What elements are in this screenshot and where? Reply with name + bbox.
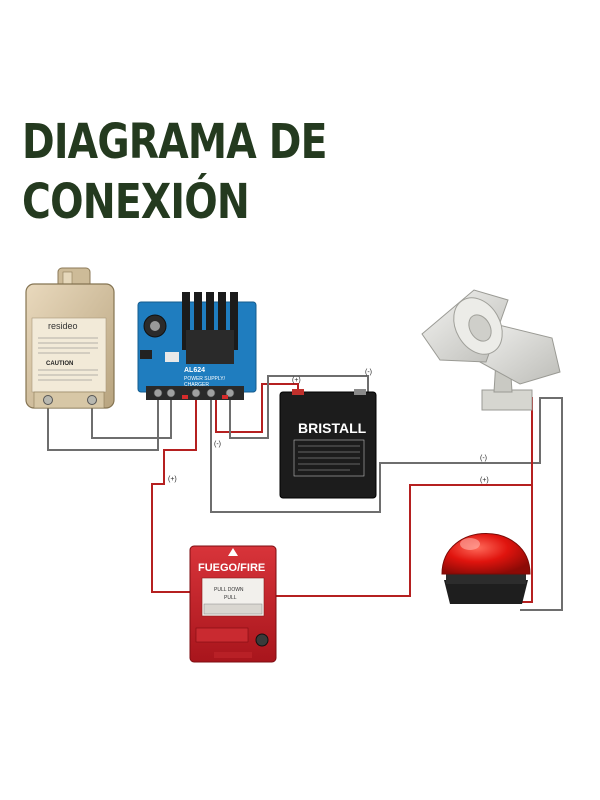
wire-supply-negative (210, 397, 563, 611)
transformer-terminal-1 (43, 395, 53, 405)
title-line-2: CONEXIÓN (22, 174, 250, 230)
wire-transformer-2 (91, 398, 172, 439)
fire-station-instruction-2: PULL (224, 595, 237, 601)
power-supply-board: AL624 POWER SUPPLY/ CHARGER (137, 292, 257, 400)
wire-labels: (+) (-) (-) (+) (-) (+) (168, 369, 489, 484)
label-battery-negative: (-) (365, 369, 372, 376)
fire-station-instruction-1: PULL DOWN (214, 587, 244, 593)
transformer-terminal-2 (87, 395, 97, 405)
fire-pull-station: FUEGO/FIRE PULL DOWN PULL (189, 545, 277, 663)
transformer: resideo CAUTION (25, 267, 115, 409)
transformer-caution: CAUTION (46, 361, 73, 367)
label-bus-positive: (+) (480, 477, 489, 484)
label-supply-positive: (+) (168, 476, 177, 483)
wire-supply-positive (151, 398, 197, 593)
fire-station-label: FUEGO/FIRE (198, 562, 265, 574)
wire-battery-negative (229, 375, 369, 439)
battery: BRISTALL (279, 389, 377, 499)
strobe-light (441, 533, 531, 604)
label-supply-negative: (-) (214, 441, 221, 448)
battery-brand: BRISTALL (298, 420, 367, 436)
label-battery-positive: (+) (292, 377, 301, 384)
power-supply-model: AL624 (184, 367, 205, 374)
label-bus-negative: (-) (480, 455, 487, 462)
transformer-brand: resideo (48, 321, 78, 331)
power-supply-label-2: CHARGER (184, 382, 209, 388)
title-line-1: DIAGRAMA DE (22, 114, 328, 170)
siren-horn (421, 289, 561, 411)
wire-transformer-1 (47, 398, 159, 451)
transformer-label-text (38, 337, 98, 381)
heatsink (182, 292, 238, 364)
power-supply-label-1: POWER SUPPLY/ (184, 376, 226, 382)
wire-battery-positive (215, 383, 299, 433)
terminal-screws (153, 388, 235, 398)
fire-station-keyhole (255, 633, 269, 647)
page-title: DIAGRAMA DE CONEXIÓN (22, 112, 328, 232)
